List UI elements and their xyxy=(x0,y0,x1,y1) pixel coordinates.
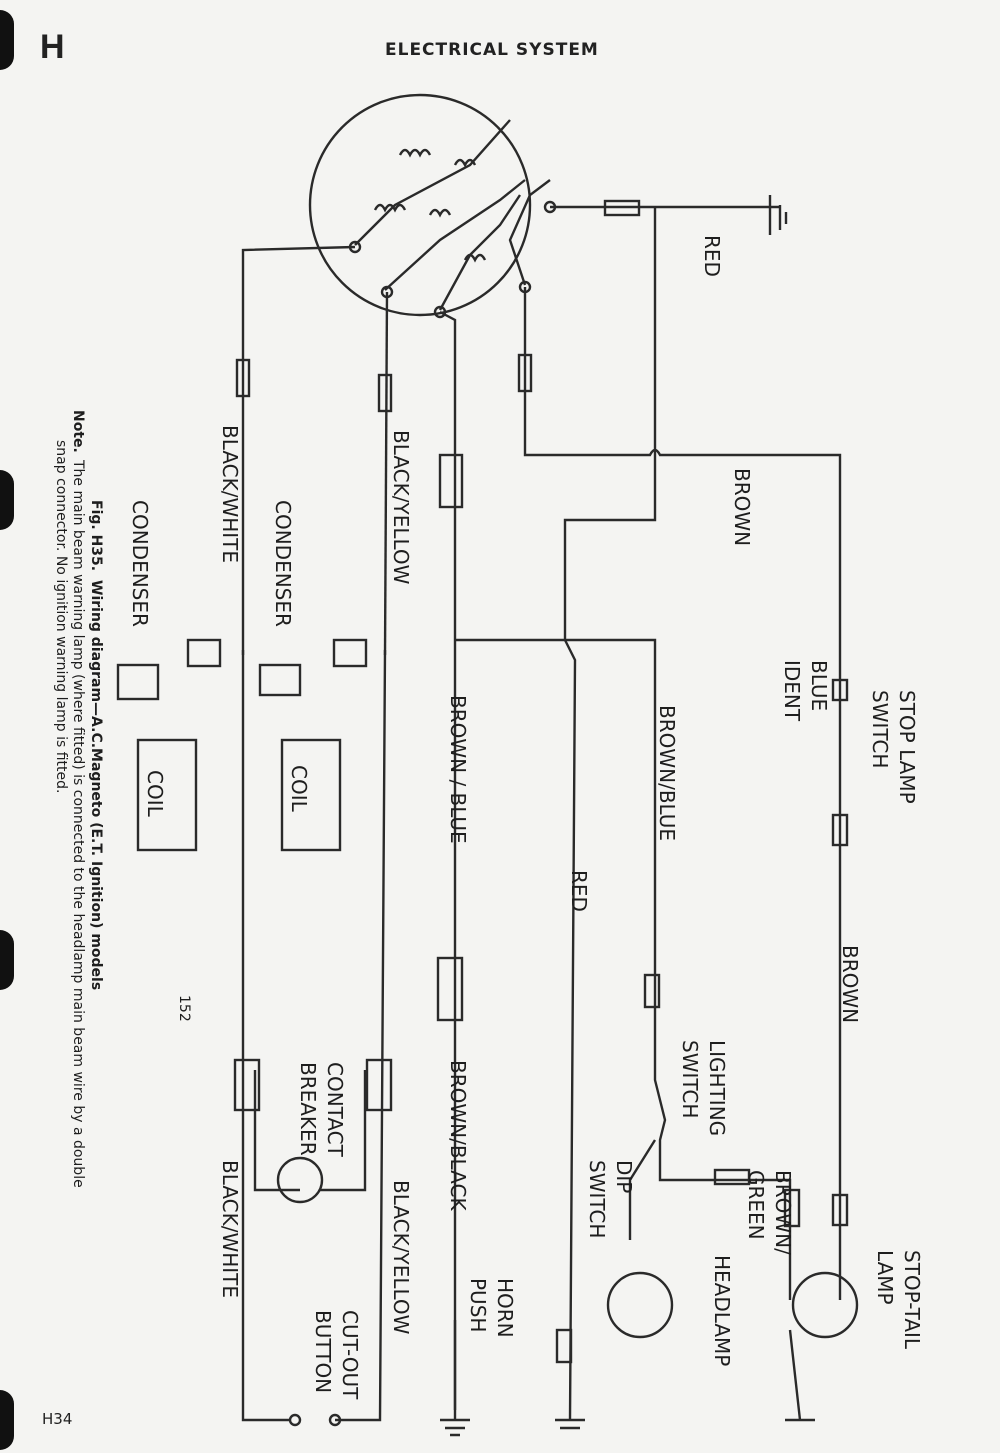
label-lighting: LIGHTING xyxy=(705,1040,729,1136)
label-button: BUTTON xyxy=(311,1310,335,1393)
label-stop-switch: SWITCH xyxy=(868,690,892,768)
label-brown: BROWN xyxy=(730,468,754,546)
label-black-yellow-top: BLACK/YELLOW xyxy=(389,430,413,585)
binding-hole xyxy=(0,10,14,70)
label-push: PUSH xyxy=(466,1278,490,1332)
label-green: GREEN xyxy=(744,1170,768,1240)
label-brown-blue-right: BROWN/BLUE xyxy=(655,705,679,841)
note-label: Note. xyxy=(70,410,86,453)
label-stop-lamp: STOP LAMP xyxy=(895,690,919,804)
figure-caption: Fig. H35. Wiring diagram—A.C.Magneto (E.… xyxy=(53,410,104,1188)
figure-number: Fig. H35. xyxy=(88,500,104,571)
binding-hole xyxy=(0,1390,14,1450)
label-condenser: CONDENSER xyxy=(128,500,152,627)
label-stop-tail: STOP-TAIL xyxy=(900,1250,924,1350)
label-red: RED xyxy=(700,235,724,277)
binding-hole xyxy=(0,930,14,990)
label-horn: HORN xyxy=(493,1278,517,1338)
wires xyxy=(241,195,859,1437)
page-code: H34 xyxy=(42,1410,73,1428)
binding-hole xyxy=(0,470,14,530)
coil-2 xyxy=(280,738,342,852)
label-contact: CONTACT xyxy=(323,1062,347,1158)
figure-title: Wiring diagram—A.C.Magneto (E.T. Ignitio… xyxy=(88,580,104,990)
label-lamp: LAMP xyxy=(873,1250,897,1305)
label-black-white-top: BLACK/WHITE xyxy=(218,425,242,563)
label-ident: IDENT xyxy=(780,660,804,722)
page-number: 152 xyxy=(176,995,192,1022)
label-breaker: BREAKER xyxy=(296,1062,320,1156)
label-brown-black: BROWN/BLACK xyxy=(446,1060,470,1211)
note-line-2: snap connector. No ignition warning lamp… xyxy=(53,440,69,793)
label-brown-slash: BROWN/ xyxy=(771,1170,795,1255)
label-coil: COIL xyxy=(287,765,311,813)
label-black-yellow-bottom: BLACK/YELLOW xyxy=(389,1180,413,1335)
magneto-alternator xyxy=(308,93,532,317)
coil-1 xyxy=(136,738,198,852)
label-blue: BLUE xyxy=(807,660,831,711)
label-brown-blue-left: BROWN / BLUE xyxy=(446,695,470,844)
label-headlamp: HEADLAMP xyxy=(710,1255,734,1366)
section-letter: H xyxy=(40,28,65,66)
label-lighting-switch: SWITCH xyxy=(678,1040,702,1118)
label-cut-out: CUT-OUT xyxy=(338,1310,362,1400)
label-red-mid: RED xyxy=(567,870,591,912)
label-coil: COIL xyxy=(143,770,167,818)
label-dip-switch: SWITCH xyxy=(585,1160,609,1238)
page-title: ELECTRICAL SYSTEM xyxy=(385,40,599,60)
label-black-white-bottom: BLACK/WHITE xyxy=(218,1160,242,1298)
labels: RED BROWN BLUE IDENT STOP LAMP SWITCH BR… xyxy=(128,235,924,1400)
label-dip: DIP xyxy=(612,1160,636,1193)
connectors xyxy=(116,199,849,1364)
label-brown-lower: BROWN xyxy=(838,945,862,1023)
label-condenser: CONDENSER xyxy=(271,500,295,627)
note-line-1: The main beam warning lamp (where fitted… xyxy=(70,459,86,1188)
